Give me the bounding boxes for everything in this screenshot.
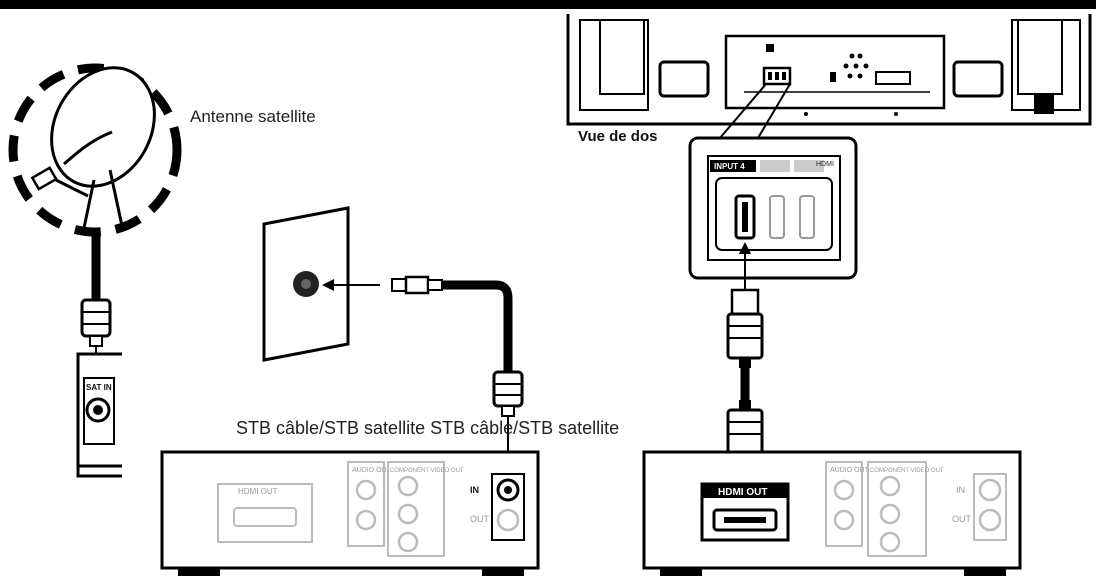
right-set-top-box: HDMI OUT AUDIO OUT COMPONENT VIDEO OUT I… bbox=[642, 450, 1022, 576]
right-stb-audio-label: AUDIO OUT bbox=[830, 467, 870, 474]
right-stb-in-label: IN bbox=[956, 485, 965, 495]
left-set-top-box: HDMI OUT AUDIO OUT COMPONENT VIDEO OUT I… bbox=[160, 450, 540, 576]
satellite-antenna-label: Antenne satellite bbox=[190, 107, 316, 126]
top-border bbox=[0, 0, 1096, 9]
tv-input-label: INPUT 4 bbox=[714, 162, 745, 171]
wall-outlet-icon bbox=[262, 206, 350, 362]
satellite-dish-icon bbox=[8, 63, 182, 237]
callout-line-left bbox=[719, 83, 767, 139]
left-stb-component-label: COMPONENT VIDEO OUT bbox=[390, 468, 464, 474]
tv-hdmi-label: HDMI bbox=[816, 161, 834, 168]
hdmi-input-zoom-panel: INPUT 4 HDMI bbox=[688, 136, 858, 280]
right-stb-hdmi-label: HDMI OUT bbox=[718, 487, 767, 498]
left-stb-in-label: IN bbox=[470, 485, 479, 495]
stb-caption: STB câble/STB satellite STB câble/STB sa… bbox=[236, 418, 619, 438]
left-receiver-device: SAT IN bbox=[76, 352, 122, 478]
coax-connector-icon bbox=[80, 298, 112, 347]
tv-rear-panel bbox=[566, 14, 1092, 126]
coax-cable-icon bbox=[391, 275, 524, 417]
right-stb-out-label: OUT bbox=[952, 514, 972, 524]
left-stb-out-label: OUT bbox=[470, 514, 490, 524]
left-stb-hdmi-label: HDMI OUT bbox=[238, 487, 278, 496]
hdmi-cable-icon bbox=[726, 288, 764, 476]
rear-view-label: Vue de dos bbox=[578, 128, 657, 145]
right-stb-component-label: COMPONENT VIDEO OUT bbox=[870, 468, 944, 474]
callout-line-right bbox=[757, 83, 791, 139]
left-stb-audio-label: AUDIO OUT bbox=[352, 467, 392, 474]
sat-in-port-label: SAT IN bbox=[86, 383, 112, 392]
